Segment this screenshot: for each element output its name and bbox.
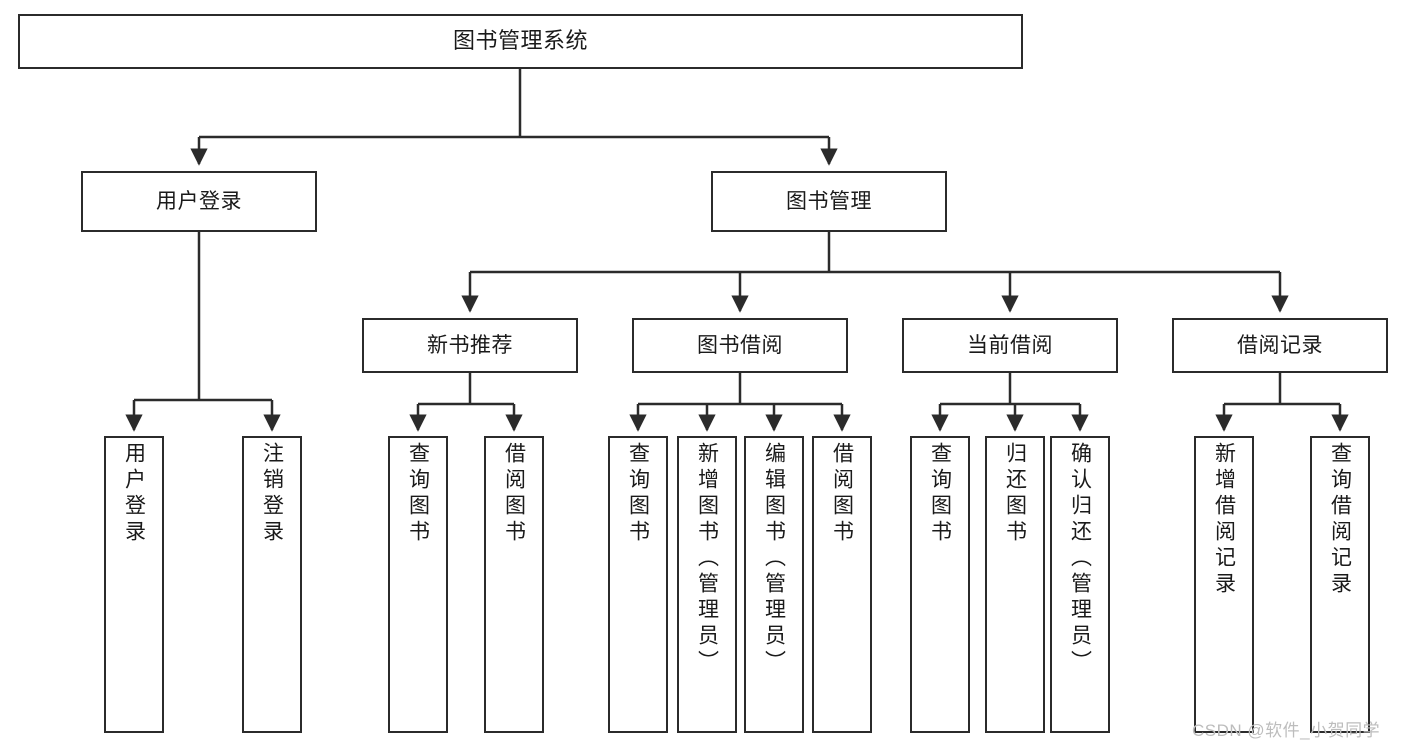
leaf-edit-book-label: 编辑图书（管理员） [762,442,786,676]
leaf-confirm-return[interactable]: 确认归还（管理员） [1050,436,1110,733]
leaf-user-logout-label: 注销登录 [260,442,284,546]
leaf-query-book-2-label: 查询图书 [626,442,650,546]
csdn-watermark: CSDN @软件_小贺同学 [1192,721,1381,740]
node-user-login[interactable]: 用户登录 [81,171,317,232]
leaf-borrow-book-1[interactable]: 借阅图书 [484,436,544,733]
leaf-add-book[interactable]: 新增图书（管理员） [677,436,737,733]
leaf-query-book-1[interactable]: 查询图书 [388,436,448,733]
leaf-confirm-return-label: 确认归还（管理员） [1068,442,1092,676]
node-root[interactable]: 图书管理系统 [18,14,1023,69]
node-current-borrow[interactable]: 当前借阅 [902,318,1118,373]
leaf-add-book-label: 新增图书（管理员） [695,442,719,676]
leaf-query-record-label: 查询借阅记录 [1328,442,1352,598]
node-book-borrow-label: 图书借阅 [697,333,783,357]
leaf-query-book-3[interactable]: 查询图书 [910,436,970,733]
node-user-login-label: 用户登录 [156,189,242,213]
leaf-user-login-label: 用户登录 [122,442,146,546]
leaf-user-login[interactable]: 用户登录 [104,436,164,733]
leaf-return-book[interactable]: 归还图书 [985,436,1045,733]
leaf-return-book-label: 归还图书 [1003,442,1027,546]
leaf-query-book-3-label: 查询图书 [928,442,952,546]
leaf-borrow-book-2[interactable]: 借阅图书 [812,436,872,733]
node-book-manage[interactable]: 图书管理 [711,171,947,232]
leaf-query-book-1-label: 查询图书 [406,442,430,546]
leaf-borrow-book-2-label: 借阅图书 [830,442,854,546]
node-root-label: 图书管理系统 [452,28,588,54]
node-current-borrow-label: 当前借阅 [967,333,1053,357]
leaf-borrow-book-1-label: 借阅图书 [502,442,526,546]
leaf-add-record-label: 新增借阅记录 [1212,442,1236,598]
node-book-borrow[interactable]: 图书借阅 [632,318,848,373]
node-borrow-record[interactable]: 借阅记录 [1172,318,1388,373]
leaf-user-logout[interactable]: 注销登录 [242,436,302,733]
leaf-query-book-2[interactable]: 查询图书 [608,436,668,733]
node-new-book-recommend-label: 新书推荐 [427,333,513,357]
node-borrow-record-label: 借阅记录 [1237,333,1323,357]
node-new-book-recommend[interactable]: 新书推荐 [362,318,578,373]
leaf-query-record[interactable]: 查询借阅记录 [1310,436,1370,733]
leaf-add-record[interactable]: 新增借阅记录 [1194,436,1254,733]
node-book-manage-label: 图书管理 [786,189,872,213]
leaf-edit-book[interactable]: 编辑图书（管理员） [744,436,804,733]
